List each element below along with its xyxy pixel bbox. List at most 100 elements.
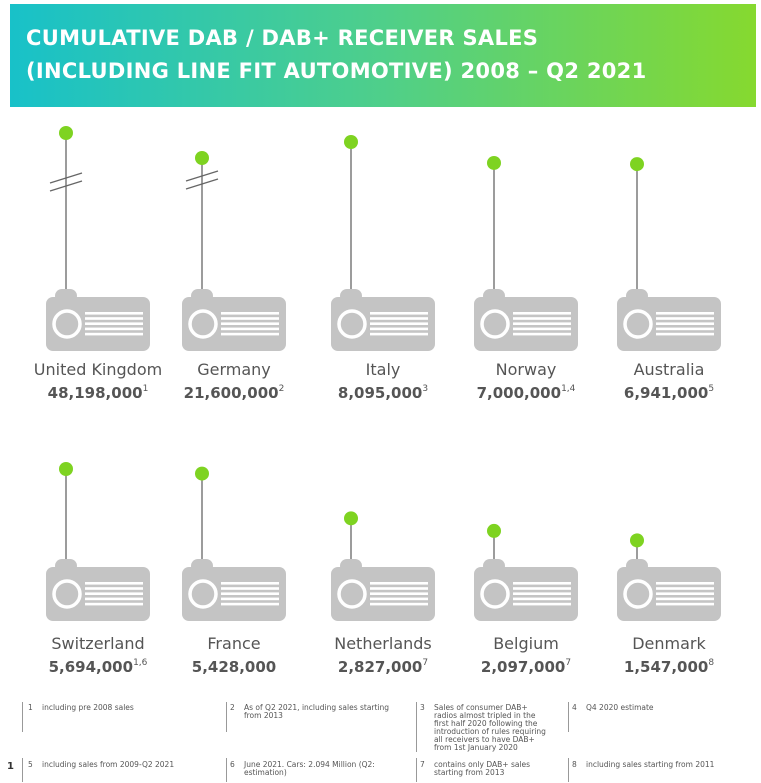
grille-line [85, 312, 143, 315]
footnote-divider [22, 702, 23, 732]
grille-line [221, 312, 279, 315]
grille-line [221, 592, 279, 595]
antenna-tip-norway [487, 155, 501, 170]
grille-line [656, 312, 714, 315]
page-number: 1 [7, 761, 14, 772]
grille-line [370, 582, 428, 585]
grille-line [85, 587, 143, 590]
value-label-france: 5,428,000 [192, 658, 276, 676]
grille-line [370, 587, 428, 590]
axis-break-mark [185, 170, 219, 182]
speaker-icon [188, 579, 218, 609]
antenna-tip-australia [630, 157, 644, 172]
grille-line [513, 587, 571, 590]
grille-line [221, 332, 279, 336]
speaker-icon [337, 579, 367, 609]
footnote-text: Sales of consumer DAB+ radios almost tri… [434, 703, 546, 752]
grille-line [85, 602, 143, 606]
footnote-text: contains only DAB+ sales starting from 2… [434, 760, 531, 777]
grille-line [370, 312, 428, 315]
grille-line [656, 317, 714, 320]
footnote-text: including pre 2008 sales [42, 703, 134, 712]
axis-break-mark [185, 178, 219, 190]
grille-line [513, 312, 571, 315]
footnote-divider [568, 758, 569, 782]
footnotes: 1 including pre 2008 sales 2 As of Q2 20… [0, 690, 761, 783]
axis-break-mark [49, 172, 83, 184]
speaker-icon [623, 579, 653, 609]
grille-line [513, 582, 571, 585]
value-label-united-kingdom: 48,198,0001 [48, 384, 149, 402]
country-label-germany: Germany [197, 360, 271, 379]
speaker-icon [480, 579, 510, 609]
value-label-norway: 7,000,0001,4 [477, 384, 576, 402]
grille-line [656, 602, 714, 606]
value-label-australia: 6,941,0005 [624, 384, 714, 402]
footnote-number: 2 [230, 703, 235, 712]
grille-line [370, 317, 428, 320]
grille-line [221, 327, 279, 331]
antenna-tip-france [195, 466, 209, 481]
footnote-number: 3 [420, 703, 425, 712]
antenna-tip-italy [344, 135, 358, 149]
antenna-tip-denmark [630, 533, 644, 548]
grille-line [85, 592, 143, 595]
grille-line [221, 587, 279, 590]
antenna-tip-belgium [487, 523, 501, 538]
footnote-divider [22, 758, 23, 782]
grille-line [656, 587, 714, 590]
country-label-australia: Australia [634, 360, 705, 379]
country-label-switzerland: Switzerland [51, 634, 144, 653]
country-label-united-kingdom: United Kingdom [34, 360, 162, 379]
value-label-switzerland: 5,694,0001,6 [49, 658, 148, 676]
speaker-icon [188, 309, 218, 339]
value-label-belgium: 2,097,0007 [481, 658, 571, 676]
grille-line [85, 327, 143, 331]
footnote-divider [568, 702, 569, 732]
speaker-icon [480, 309, 510, 339]
country-label-belgium: Belgium [493, 634, 559, 653]
footnote-divider [416, 758, 417, 782]
speaker-icon [52, 309, 82, 339]
grille-line [513, 327, 571, 331]
grille-line [85, 322, 143, 325]
grille-line [513, 602, 571, 606]
chart-title-line-1: CUMULATIVE DAB / DAB+ RECEIVER SALES [26, 26, 539, 50]
speaker-icon [623, 309, 653, 339]
footnote-text: including sales starting from 2011 [586, 760, 715, 769]
antenna-tip-united-kingdom [59, 126, 73, 140]
grille-line [513, 597, 571, 601]
grille-line [370, 327, 428, 331]
antenna-tip-germany [195, 151, 209, 165]
grille-line [656, 592, 714, 595]
country-label-norway: Norway [496, 360, 557, 379]
antenna-tip-netherlands [344, 511, 358, 526]
grille-line [513, 332, 571, 336]
grille-line [85, 332, 143, 336]
footnote-number: 6 [230, 760, 235, 769]
footnote-number: 4 [572, 703, 577, 712]
country-label-italy: Italy [366, 360, 401, 379]
footnote-text: Q4 2020 estimate [586, 703, 654, 712]
country-label-netherlands: Netherlands [334, 634, 432, 653]
value-label-germany: 21,600,0002 [184, 384, 285, 402]
grille-line [370, 322, 428, 325]
grille-line [221, 582, 279, 585]
grille-line [85, 597, 143, 601]
grille-line [221, 597, 279, 601]
grille-line [221, 602, 279, 606]
footnote-number: 7 [420, 760, 425, 769]
value-label-italy: 8,095,0003 [338, 384, 428, 402]
speaker-icon [337, 309, 367, 339]
footnote-number: 5 [28, 760, 33, 769]
axis-break-mark [49, 180, 83, 192]
antenna-tip-switzerland [59, 462, 73, 476]
grille-line [221, 317, 279, 320]
chart-title-line-2: (INCLUDING LINE FIT AUTOMOTIVE) 2008 – Q… [26, 59, 647, 83]
grille-line [370, 597, 428, 601]
country-label-france: France [207, 634, 260, 653]
grille-line [370, 602, 428, 606]
grille-line [370, 592, 428, 595]
grille-line [85, 317, 143, 320]
grille-line [656, 597, 714, 601]
